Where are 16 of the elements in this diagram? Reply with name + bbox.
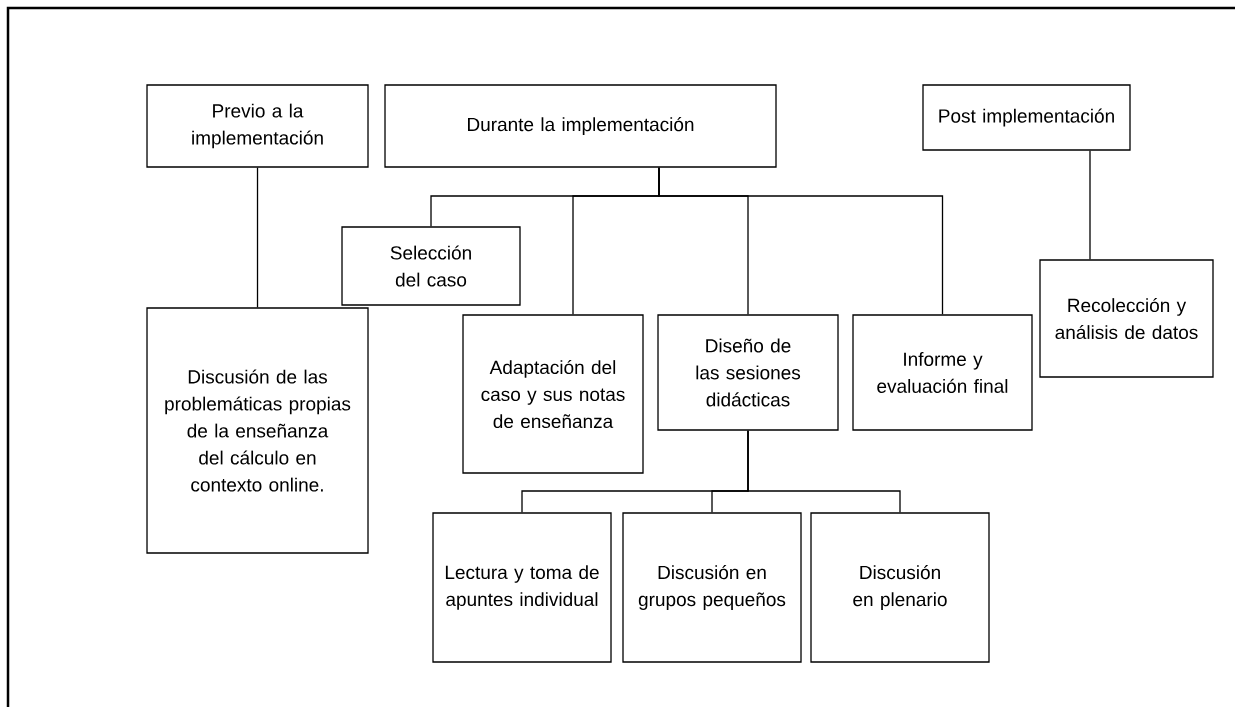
process-box: Selección del caso	[341, 226, 521, 306]
process-box: Previo a la implementación	[146, 84, 369, 168]
process-box: Durante la implementación	[384, 84, 777, 168]
process-box: Discusión de las problemáticas propias de la enseñanza del cálculo en contexto online.	[146, 307, 369, 554]
process-box: Post implementación	[922, 84, 1131, 151]
process-box: Discusión en grupos pequeños	[622, 512, 802, 663]
process-box: Recolección y análisis de datos	[1039, 259, 1214, 378]
process-box: Lectura y toma de apuntes individual	[432, 512, 612, 663]
process-box: Discusión en plenario	[810, 512, 990, 663]
process-box: Adaptación del caso y sus notas de enseñanza	[462, 314, 644, 474]
connector-line	[747, 430, 901, 513]
connector-line	[256, 167, 259, 308]
connector-line	[658, 167, 944, 315]
process-box: Informe y evaluación final	[852, 314, 1033, 431]
connector-line	[1089, 150, 1091, 260]
process-box: Diseño de las sesiones didácticas	[657, 314, 839, 431]
